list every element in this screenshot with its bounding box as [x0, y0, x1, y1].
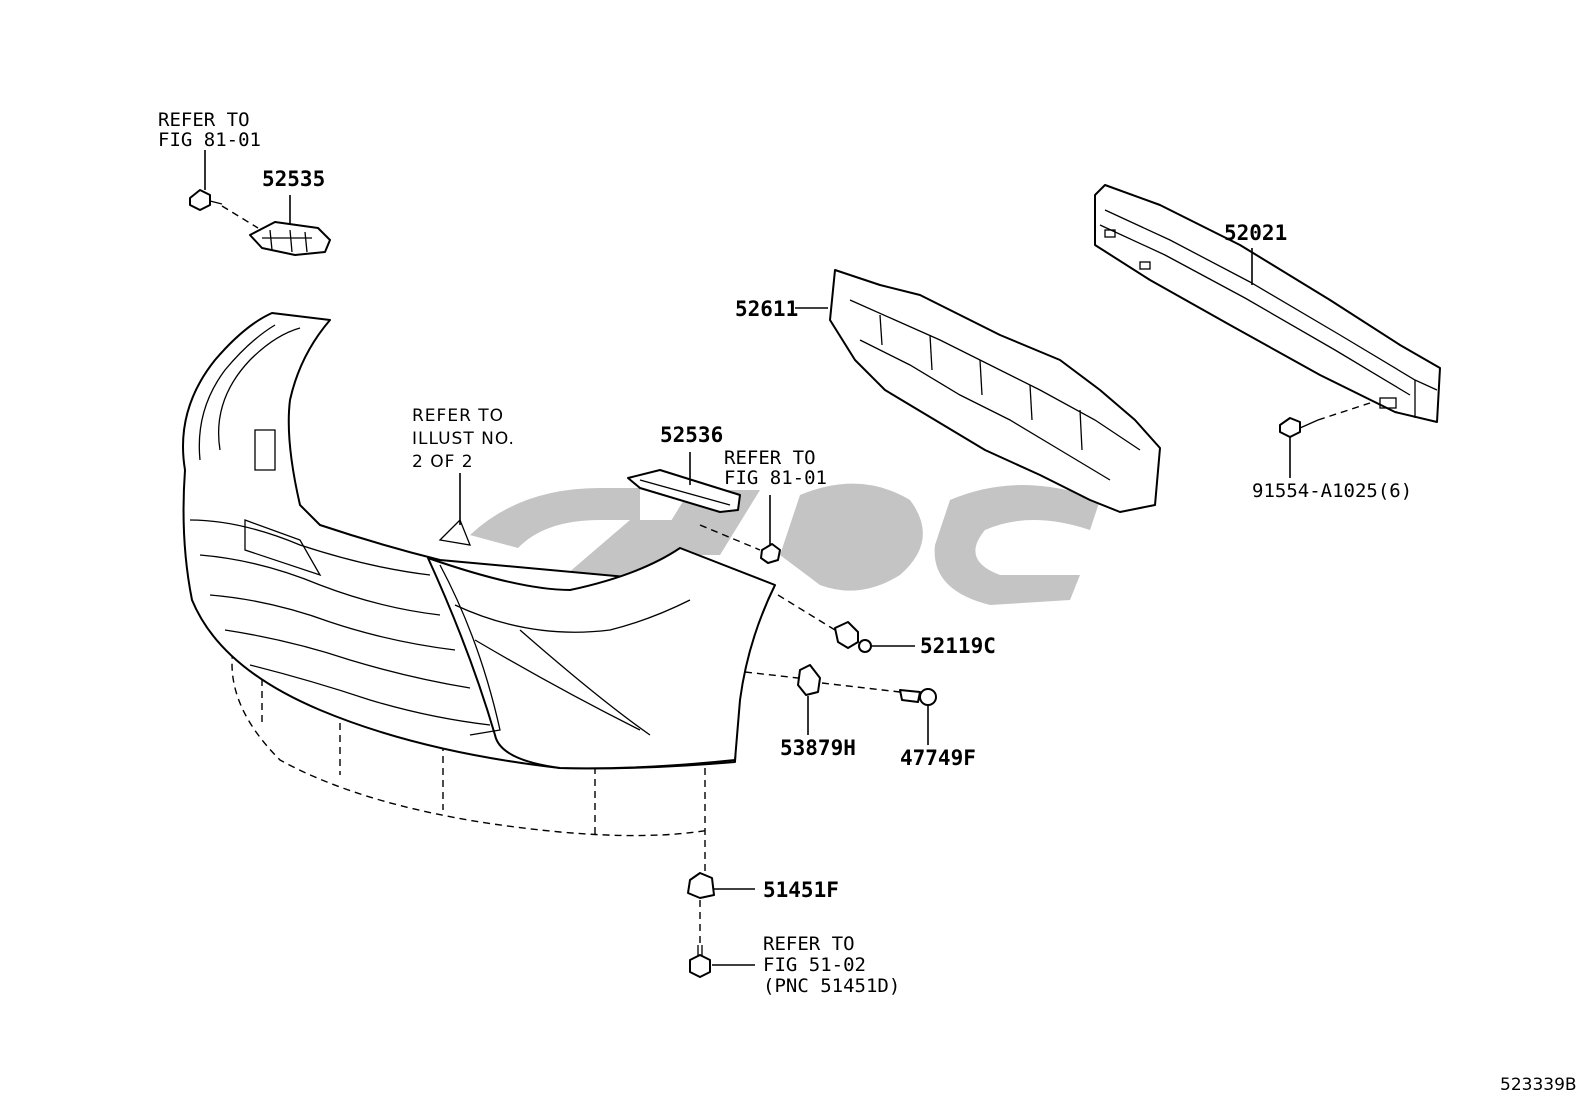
drawing-id: 523339B	[1500, 1075, 1577, 1095]
nut-53879h	[797, 664, 821, 696]
leader-47749f-dash	[821, 682, 901, 693]
energy-absorber-52611	[829, 269, 1161, 513]
leader-52535-screw	[221, 205, 259, 229]
bracket-52536	[627, 469, 741, 513]
leader-53879h-dash	[744, 671, 799, 679]
part-number-52021[interactable]: 52021	[1224, 221, 1287, 245]
screw-47749f	[899, 688, 937, 706]
bracket-52535	[249, 221, 331, 256]
ref-illust-line1: REFER TO	[412, 406, 504, 426]
ref-top-left-line2: FIG 81-01	[158, 129, 261, 151]
part-number-52535[interactable]: 52535	[262, 167, 325, 191]
ref-illust-line3: 2 OF 2	[412, 452, 474, 472]
bumper-cover	[182, 312, 776, 770]
bolt-icon	[1279, 417, 1319, 438]
ref-center-line1: REFER TO	[724, 447, 816, 469]
part-number-52119c[interactable]: 52119C	[920, 634, 996, 658]
part-number-52611[interactable]: 52611	[735, 297, 798, 321]
clip-52119c	[834, 621, 872, 653]
part-number-47749f[interactable]: 47749F	[900, 746, 976, 770]
part-number-91554-a1025[interactable]: 91554-A1025(6)	[1252, 480, 1412, 502]
ref-bottom-line2: FIG 51-02	[763, 954, 866, 976]
watermark-logo	[470, 483, 1100, 614]
ref-bottom-line3: (PNC 51451D)	[763, 975, 900, 997]
part-number-52536[interactable]: 52536	[660, 423, 723, 447]
leader-52119c-dash	[777, 594, 836, 631]
bolt-icon-bottom	[689, 945, 711, 978]
leader-center-dash	[699, 524, 761, 551]
leader-91554-dash	[1317, 402, 1371, 421]
screw-icon	[189, 189, 223, 211]
ref-center-line2: FIG 81-01	[724, 467, 827, 489]
part-number-53879h[interactable]: 53879H	[780, 736, 856, 760]
ref-top-left-line1: REFER TO	[158, 109, 250, 131]
screw-icon-center	[760, 543, 781, 564]
part-number-51451f[interactable]: 51451F	[763, 878, 839, 902]
ref-illust-line2: ILLUST NO.	[412, 429, 515, 449]
clip-51451f	[687, 872, 715, 899]
reinforcement-beam-52021	[1094, 184, 1441, 423]
ref-bottom-line1: REFER TO	[763, 933, 855, 955]
